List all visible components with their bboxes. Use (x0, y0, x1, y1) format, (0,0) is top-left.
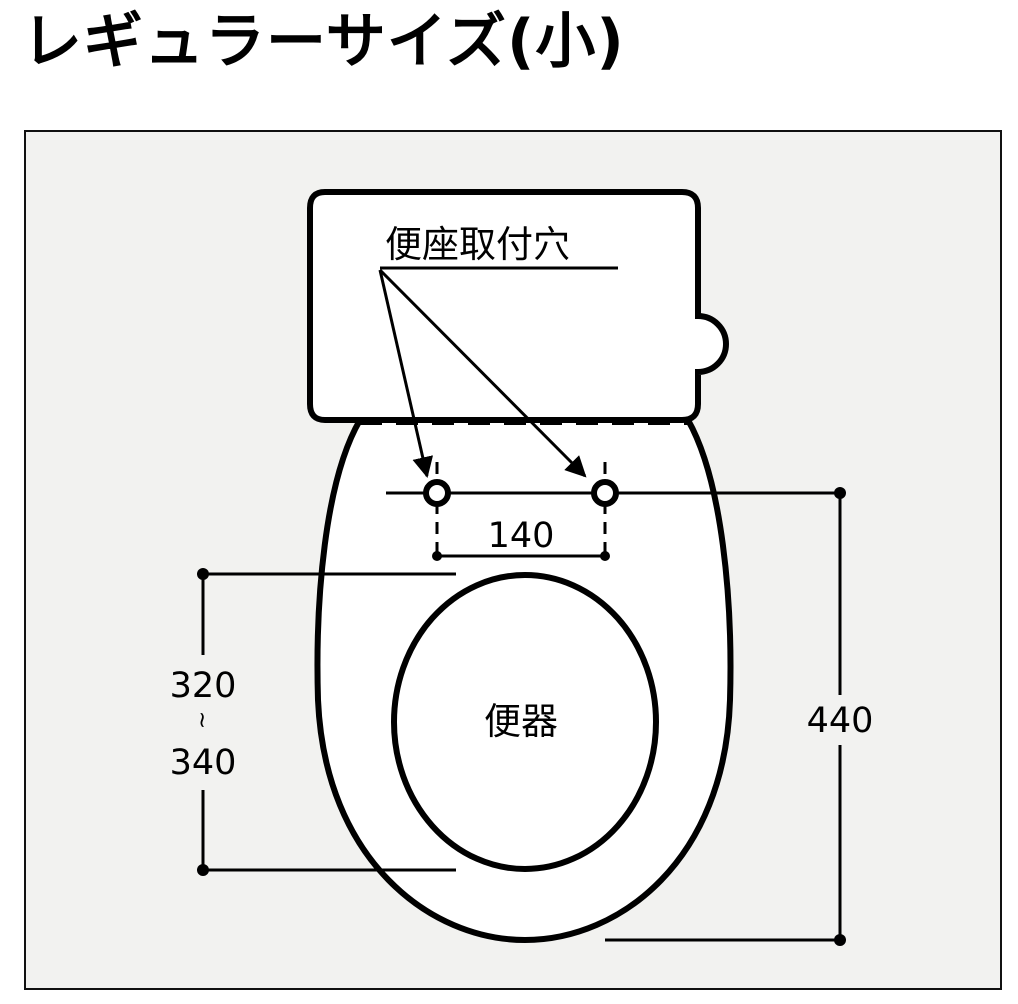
opening-max-value: 340 (170, 743, 237, 783)
opening-min-value: 320 (170, 666, 237, 706)
dim-140-dot-right (600, 551, 610, 561)
mount-hole-right (591, 479, 619, 507)
bowl-label: 便器 (484, 700, 558, 743)
range-mark: ~ (189, 711, 214, 729)
dim-left-dot-bottom (197, 864, 209, 876)
bowl-opening (391, 572, 659, 872)
dim-left-dot-top (197, 568, 209, 580)
arrow-left-hole (378, 269, 434, 479)
hole-spacing-value: 140 (488, 516, 555, 556)
length-value: 440 (807, 701, 874, 741)
dim-right-dot-top (834, 487, 846, 499)
dim-right-dot-bottom (834, 934, 846, 946)
mount-holes-label: 便座取付穴 (385, 223, 570, 266)
page-title: レギュラーサイズ(小) (22, 7, 625, 77)
arrow-right-hole (378, 268, 587, 478)
tank-outline (307, 189, 729, 423)
dim-140-dot-left (432, 551, 442, 561)
mount-hole-left (423, 479, 451, 507)
